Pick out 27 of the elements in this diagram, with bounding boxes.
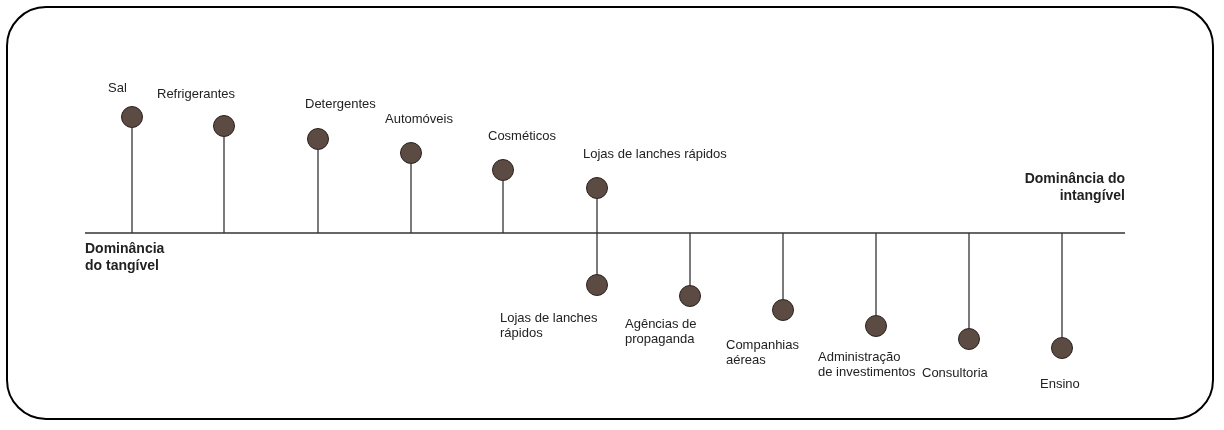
item-label: Companhias aéreas: [726, 337, 800, 367]
item-label: Detergentes: [305, 96, 376, 111]
item-label: Refrigerantes: [157, 86, 236, 101]
item-label: Cosméticos: [488, 128, 556, 143]
item-label: Administração de investimentos: [818, 349, 917, 379]
stem-line: [410, 163, 412, 234]
item-label: Ensino: [1040, 376, 1080, 391]
item-label: Lojas de lanches rápidos: [583, 146, 727, 161]
stem-line: [1061, 232, 1063, 338]
item-label: Agências de propaganda: [625, 316, 698, 346]
stem-line: [317, 149, 319, 234]
axis-line: [84, 232, 1126, 234]
stem-line: [875, 232, 877, 316]
stem-line: [596, 198, 598, 234]
stem-line: [689, 232, 691, 286]
stem-line: [223, 136, 225, 234]
item-label: Sal: [108, 80, 127, 95]
stem-line: [782, 232, 784, 300]
stem-line: [596, 232, 598, 275]
stem-line: [502, 180, 504, 234]
item-label: Automóveis: [385, 111, 453, 126]
axis-end-label: Dominância do intangível: [1023, 170, 1125, 204]
item-label: Lojas de lanches rápidos: [500, 310, 599, 340]
axis-end-label: Dominância do tangível: [85, 240, 166, 274]
item-label: Consultoria: [922, 365, 988, 380]
stem-line: [131, 127, 133, 234]
stem-line: [968, 232, 970, 329]
